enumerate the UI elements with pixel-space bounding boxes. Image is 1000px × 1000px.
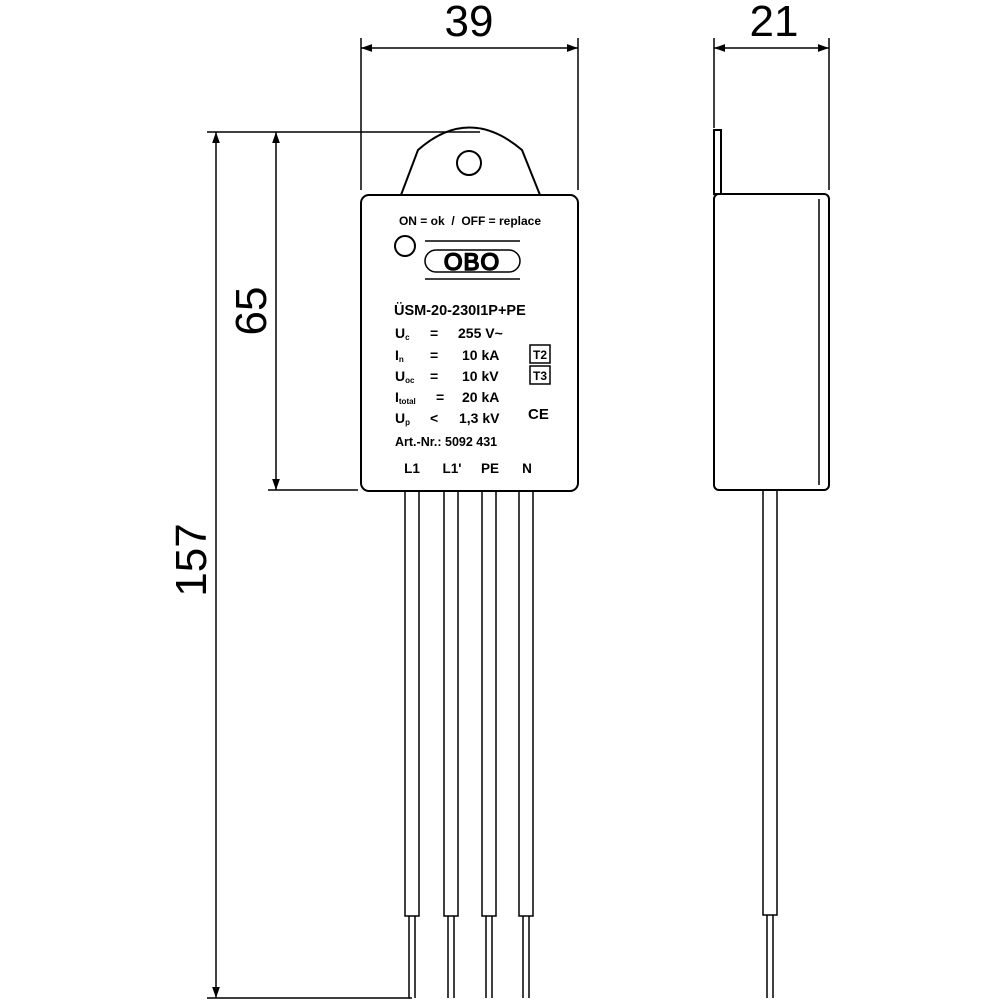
wire-l1 (404, 490, 420, 998)
width-dimension: 39 (360, 0, 579, 190)
status-indicator-text: ON = ok / OFF = replace (399, 214, 541, 228)
spec-symbol: I (395, 347, 399, 363)
body-height-dimension-value: 65 (227, 287, 276, 336)
side-view (713, 129, 830, 998)
type-mark-t3: T3 (533, 369, 547, 383)
spec-symbol: I (395, 389, 399, 405)
housing-front (360, 194, 579, 492)
spec-subscript: c (405, 333, 410, 342)
svg-text:Uoc: Uoc (395, 368, 415, 385)
model-number: ÜSM-20-230I1P+PE (394, 302, 526, 319)
terminal-label-pe: PE (481, 461, 499, 476)
spec-symbol: U (395, 410, 405, 426)
ce-mark: CE (528, 406, 549, 423)
terminal-label-l1: L1 (404, 461, 420, 476)
svg-text:Up: Up (395, 410, 410, 427)
svg-text:Itotal: Itotal (395, 389, 416, 406)
spec-subscript: n (399, 355, 404, 364)
spec-subscript: p (405, 418, 410, 427)
terminal-label-l1-prime: L1' (443, 461, 462, 476)
obo-logo: OBO (424, 240, 521, 280)
spec-symbol: U (395, 368, 405, 384)
type-marks: T2 T3 (529, 344, 551, 385)
wire-pe (481, 490, 497, 998)
svg-text:Uc: Uc (395, 325, 410, 342)
spec-operator: = (436, 389, 444, 405)
wire-n (518, 490, 534, 998)
type-mark-t2: T2 (533, 348, 547, 362)
mounting-tab (400, 126, 541, 196)
mounting-hole (456, 150, 482, 176)
front-view: ON = ok / OFF = replace OBO ÜSM-20-230I1… (360, 126, 579, 998)
spec-subscript: total (399, 397, 416, 406)
spec-value: 10 kA (462, 347, 499, 363)
spec-value: 1,3 kV (459, 410, 500, 426)
total-height-dimension: 157 (167, 131, 412, 999)
spec-value: 255 V~ (458, 325, 503, 341)
svg-text:In: In (395, 347, 404, 364)
terminal-label-n: N (522, 461, 532, 476)
spec-value: 10 kV (462, 368, 499, 384)
spec-operator: = (430, 325, 438, 341)
depth-dimension-value: 21 (750, 0, 799, 46)
total-height-dimension-value: 157 (167, 523, 216, 596)
spec-operator: = (430, 347, 438, 363)
spec-operator: = (430, 368, 438, 384)
status-indicator-window (394, 235, 416, 257)
mounting-tab-side (713, 129, 722, 195)
width-dimension-value: 39 (445, 0, 494, 46)
housing-side (713, 193, 830, 491)
spec-value: 20 kA (462, 389, 499, 405)
wire-side (762, 489, 778, 998)
article-number: Art.-Nr.: 5092 431 (395, 435, 497, 449)
body-height-dimension: 65 (227, 131, 480, 491)
depth-dimension: 21 (713, 0, 830, 190)
obo-logo-text: OBO (444, 249, 500, 276)
spec-table: Uc = 255 V~ In = 10 kA Uoc = 10 kV Itota… (395, 325, 503, 427)
spec-symbol: U (395, 325, 405, 341)
spec-operator: < (430, 410, 438, 426)
spec-subscript: oc (405, 376, 415, 385)
wire-l1-prime (443, 490, 459, 998)
